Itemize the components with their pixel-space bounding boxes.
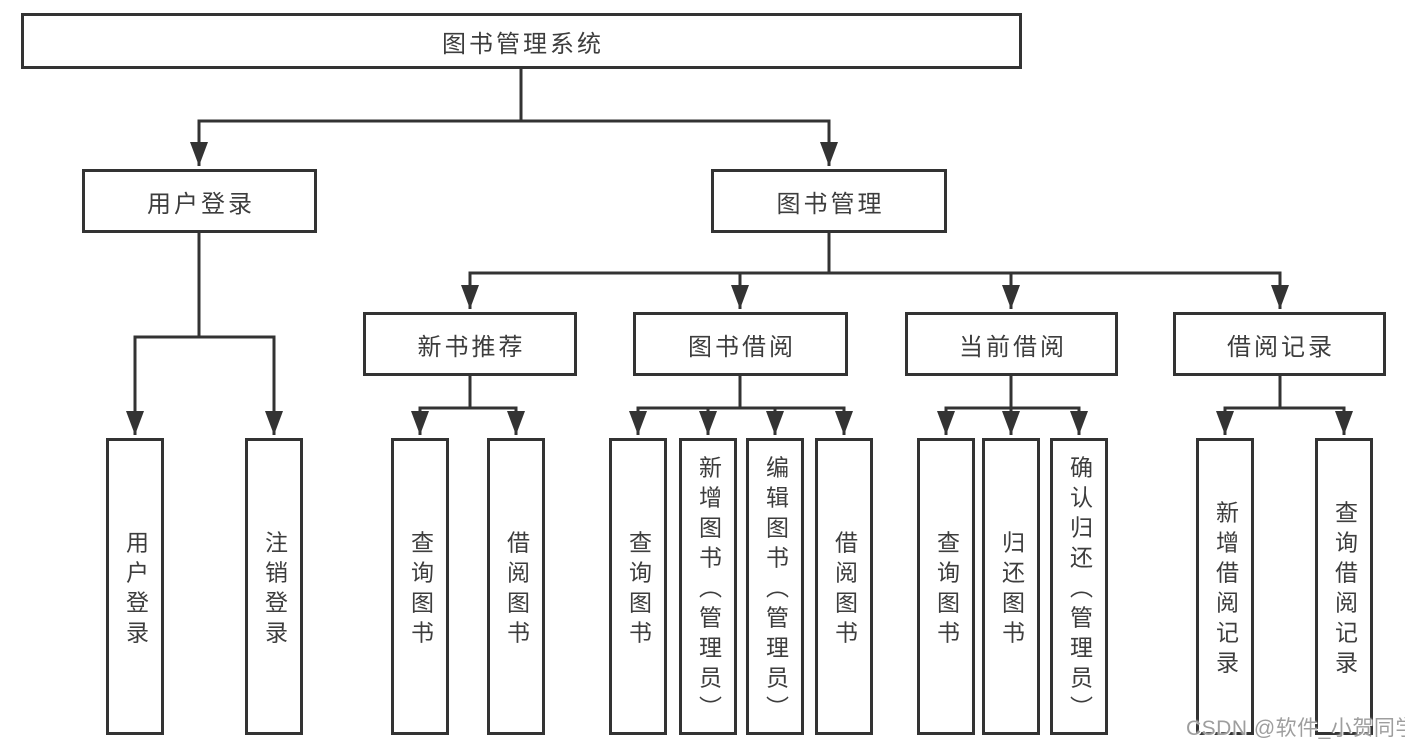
leaf-return-book-label: 归还图书	[998, 530, 1025, 650]
leaf-query-books-recommend-label: 查询图书	[407, 530, 434, 650]
leaf-add-book-admin-label: 新增图书（管理员）	[695, 455, 722, 725]
edge-group-book-borrow	[629, 376, 853, 435]
leaf-confirm-return-admin-label: 确认归还（管理员）	[1066, 455, 1093, 725]
node-book-management: 图书管理	[711, 169, 947, 233]
node-new-book-recommend-label: 新书推荐	[417, 333, 526, 361]
node-book-borrow-label: 图书借阅	[688, 333, 796, 361]
node-new-book-recommend: 新书推荐	[363, 312, 577, 376]
node-root-label: 图书管理系统	[442, 30, 604, 58]
leaf-query-borrow-record: 查询借阅记录	[1315, 438, 1373, 735]
leaf-add-borrow-record-label: 新增借阅记录	[1212, 500, 1239, 680]
node-user-login-label: 用户登录	[147, 190, 255, 218]
leaf-query-books-current: 查询图书	[917, 438, 975, 735]
edge-group-book-management	[461, 233, 1289, 309]
leaf-borrow-books-borrow-label: 借阅图书	[831, 530, 858, 650]
edge-group-user-login	[126, 233, 283, 435]
edge-group-root	[190, 69, 838, 166]
leaf-user-login-label: 用户登录	[122, 530, 149, 650]
leaf-borrow-books-borrow: 借阅图书	[815, 438, 873, 735]
node-book-borrow: 图书借阅	[633, 312, 848, 376]
leaf-add-book-admin: 新增图书（管理员）	[679, 438, 737, 735]
leaf-logout-label: 注销登录	[261, 530, 288, 650]
edge-group-borrow-records	[1216, 376, 1353, 435]
leaf-confirm-return-admin: 确认归还（管理员）	[1050, 438, 1108, 735]
leaf-query-books-borrow: 查询图书	[609, 438, 667, 735]
leaf-return-book: 归还图书	[982, 438, 1040, 735]
leaf-query-books-current-label: 查询图书	[933, 530, 960, 650]
csdn-watermark: CSDN @软件_小贺同学	[1186, 717, 1405, 740]
leaf-query-books-recommend: 查询图书	[391, 438, 449, 735]
edge-group-current-borrow	[937, 376, 1088, 435]
node-borrow-records: 借阅记录	[1173, 312, 1386, 376]
leaf-edit-book-admin-label: 编辑图书（管理员）	[762, 455, 789, 725]
node-borrow-records-label: 借阅记录	[1227, 333, 1335, 361]
edge-group-new-book	[411, 376, 525, 435]
node-user-login: 用户登录	[82, 169, 317, 233]
leaf-query-borrow-record-label: 查询借阅记录	[1331, 500, 1358, 680]
node-current-borrow: 当前借阅	[905, 312, 1118, 376]
leaf-edit-book-admin: 编辑图书（管理员）	[746, 438, 804, 735]
leaf-borrow-books-recommend: 借阅图书	[487, 438, 545, 735]
leaf-add-borrow-record: 新增借阅记录	[1196, 438, 1254, 735]
leaf-logout: 注销登录	[245, 438, 303, 735]
leaf-user-login: 用户登录	[106, 438, 164, 735]
leaf-borrow-books-recommend-label: 借阅图书	[503, 530, 530, 650]
leaf-query-books-borrow-label: 查询图书	[625, 530, 652, 650]
node-root: 图书管理系统	[21, 13, 1022, 69]
node-book-management-label: 图书管理	[776, 190, 885, 218]
node-current-borrow-label: 当前借阅	[959, 333, 1067, 361]
